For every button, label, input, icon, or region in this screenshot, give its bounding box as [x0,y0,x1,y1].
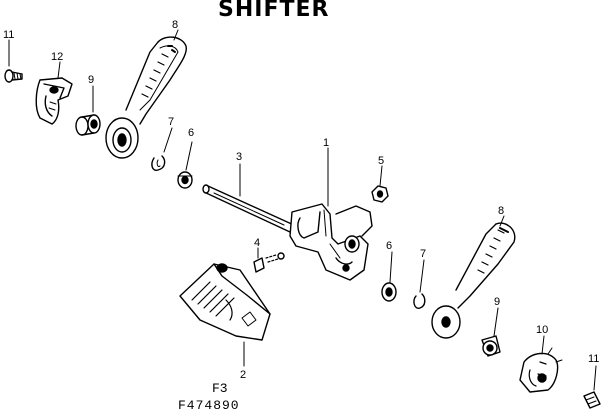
callout-11-a: 11 [3,29,14,41]
nut-5 [371,165,389,203]
callout-7-b: 7 [420,248,426,260]
callout-5: 5 [378,155,384,167]
callout-4: 4 [254,237,260,249]
callout-1: 1 [323,137,329,149]
callout-2: 2 [240,369,246,381]
callout-9-a: 9 [88,74,94,86]
clip-7-upper [151,127,173,171]
callout-10: 10 [536,324,548,336]
callout-6-b: 6 [386,240,392,252]
bushing-9-lower [481,307,501,357]
figure-code: F3 [212,381,228,396]
lever-8-upper [105,29,187,159]
part-number: F474890 [178,398,240,413]
callout-11-b: 11 [588,353,599,365]
clip-7-lower [413,259,426,309]
gate-2 [179,263,271,367]
washer-6-upper [177,141,193,189]
callout-8-a: 8 [172,19,178,31]
shaft-3 [202,163,297,233]
callout-8-b: 8 [498,205,504,217]
callout-12: 12 [51,51,63,63]
diagram-title: SHIFTER [218,0,330,22]
bracket-12 [35,61,73,125]
screw-11-bottom [583,365,601,409]
bracket-10 [519,335,563,393]
callout-3: 3 [236,151,242,163]
callout-9-b: 9 [494,296,500,308]
washer-6-lower [381,251,397,302]
bracket-1 [289,147,373,281]
bushing-9-upper [75,85,101,136]
callout-7-a: 7 [168,116,174,128]
lever-8-lower [431,215,516,339]
pin-4 [253,247,285,273]
screw-11-top [4,39,23,83]
callout-6-a: 6 [188,127,194,139]
